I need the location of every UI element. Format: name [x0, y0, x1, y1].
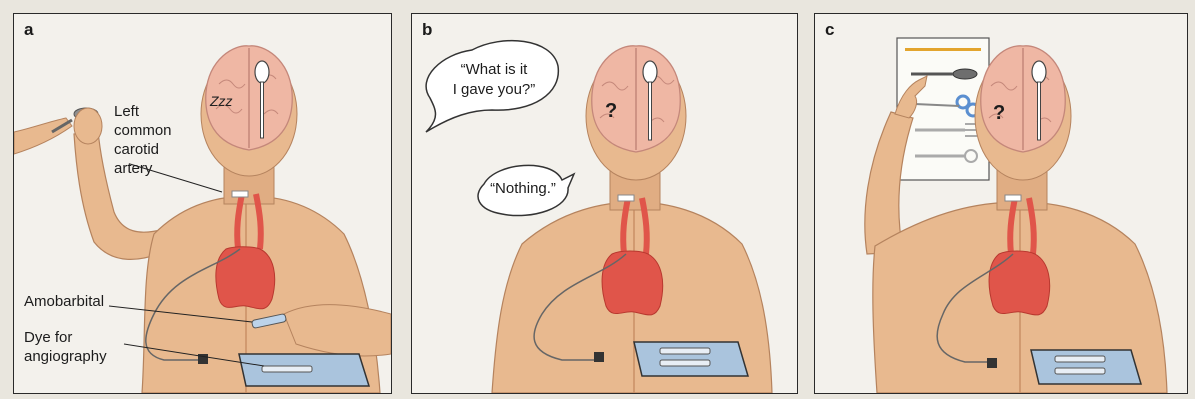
panel-a: a Zzz Left common carotid artery Amobarb… — [13, 13, 392, 394]
brain-spoon-image — [643, 61, 657, 83]
dye-label-line2: angiography — [24, 347, 107, 366]
brain-question-mark: ? — [993, 104, 1005, 123]
heart — [602, 251, 663, 315]
pencil-object — [905, 48, 981, 51]
artery-label-line3: carotid — [114, 140, 159, 159]
panel-c-letter: c — [825, 20, 834, 40]
amobarbital-label: Amobarbital — [24, 292, 104, 311]
brain-spoon-image — [255, 61, 269, 83]
examiner-hand — [14, 118, 72, 154]
panel-c-illustration — [815, 14, 1187, 393]
panel-b: b “What is it I gave you?” “Nothing.” ? — [411, 13, 798, 394]
spoon-choice — [953, 69, 977, 79]
heart — [216, 247, 275, 309]
syringe-tray — [1031, 350, 1141, 384]
panel-b-letter: b — [422, 20, 432, 40]
syringe-tray — [634, 342, 748, 376]
question-text-line2: I gave you?” — [434, 80, 554, 99]
answer-text: “Nothing.” — [478, 179, 568, 198]
artery-label-line4: artery — [114, 159, 152, 178]
dye-syringe — [262, 366, 312, 372]
brain-question-mark: ? — [605, 102, 617, 121]
panel-a-letter: a — [24, 20, 33, 40]
dye-label-line1: Dye for — [24, 328, 72, 347]
question-text-line1: “What is it — [434, 60, 554, 79]
heart — [989, 251, 1050, 315]
artery-label-line1: Left — [114, 102, 139, 121]
brain-spoon-image — [1032, 61, 1046, 83]
panel-c: c ? — [814, 13, 1188, 394]
sleep-zzz: Zzz — [210, 92, 233, 111]
artery-label-line2: common — [114, 121, 172, 140]
